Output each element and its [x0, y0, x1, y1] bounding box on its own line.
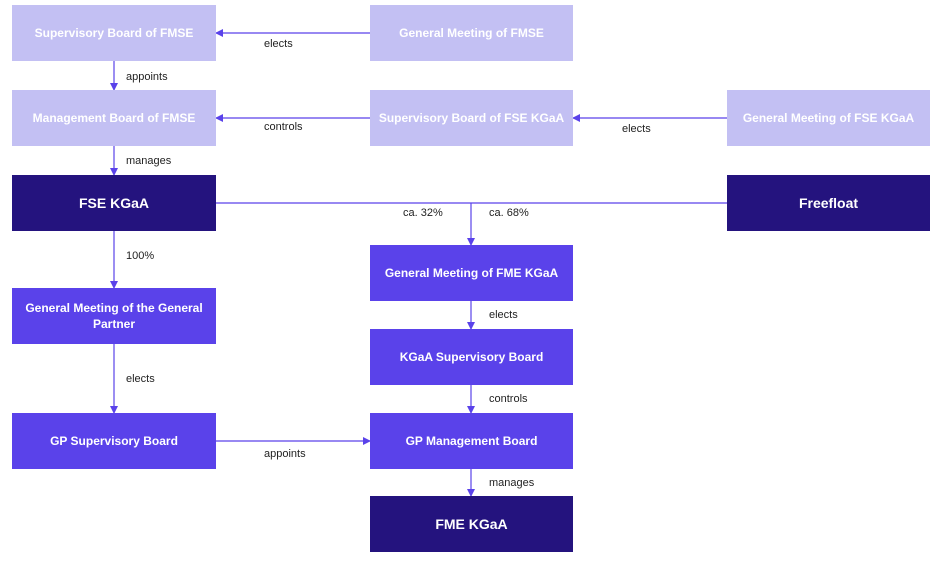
edge-label-mb-fmse-manages: manages	[126, 155, 172, 167]
node-fse-supervisory-board: Supervisory Board of FSE KGaA	[370, 90, 573, 146]
node-fmse-general-meeting: General Meeting of FMSE	[370, 5, 573, 61]
node-gp-supervisory-board: GP Supervisory Board	[12, 413, 216, 469]
edge-label-gm-fmse-elects: elects	[264, 38, 293, 50]
node-fse-general-meeting: General Meeting of FSE KGaA	[727, 90, 930, 146]
edge-label-freefloat-share: ca. 68%	[489, 207, 529, 219]
node-gp-general-meeting: General Meeting of the General Partner	[12, 288, 216, 344]
edge-label-fme-gm-elects: elects	[489, 309, 518, 321]
node-kgaa-supervisory-board: KGaA Supervisory Board	[370, 329, 573, 385]
edge-label-sb-fmse-appoints: appoints	[126, 71, 168, 83]
node-fmse-supervisory-board: Supervisory Board of FMSE	[12, 5, 216, 61]
node-fme-general-meeting: General Meeting of FME KGaA	[370, 245, 573, 301]
node-fme-kgaa: FME KGaA	[370, 496, 573, 552]
node-gp-management-board: GP Management Board	[370, 413, 573, 469]
edge-label-gp-sb-appoints: appoints	[264, 448, 306, 460]
edge-label-fse-share: ca. 32%	[403, 207, 443, 219]
edge-label-gm-fse-elects: elects	[622, 123, 651, 135]
node-fmse-management-board: Management Board of FMSE	[12, 90, 216, 146]
edge-label-fse-gp-share: 100%	[126, 250, 155, 262]
edge-label-gp-mb-manages: manages	[489, 477, 535, 489]
edge-label-kgaa-sb-controls: controls	[489, 393, 528, 405]
edge-label-sb-fse-controls: controls	[264, 121, 303, 133]
node-freefloat: Freefloat	[727, 175, 930, 231]
node-fse-kgaa: FSE KGaA	[12, 175, 216, 231]
edge-label-gp-gm-elects: elects	[126, 373, 155, 385]
